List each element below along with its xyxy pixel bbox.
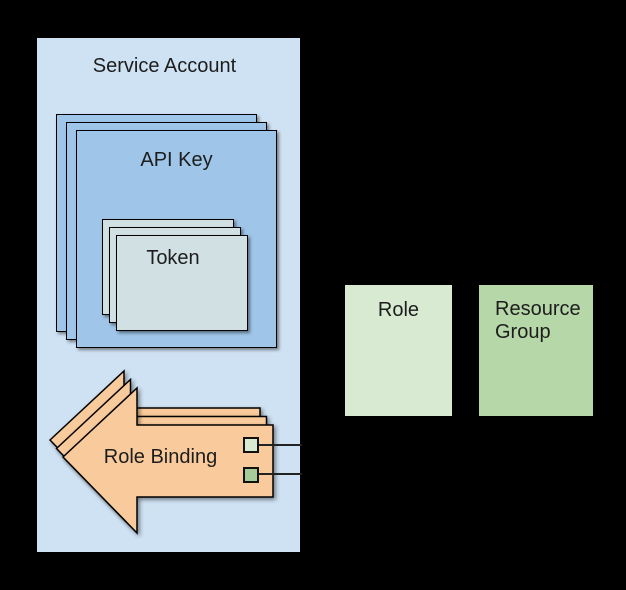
api-key-label: API Key	[140, 149, 213, 171]
token-card-front	[116, 235, 248, 331]
role-port-square	[243, 437, 259, 453]
resource-group-connector-line	[259, 473, 302, 475]
resource-group-box	[478, 284, 594, 417]
service-account-label: Service Account	[92, 55, 237, 77]
token-label: Token	[146, 247, 200, 269]
resource-group-label: Resource Group	[495, 298, 581, 343]
role-box	[344, 284, 453, 417]
role-binding-label: Role Binding	[103, 446, 218, 468]
resource-group-port-square	[243, 467, 259, 483]
role-connector-line	[259, 444, 302, 446]
role-label: Role	[377, 299, 420, 321]
